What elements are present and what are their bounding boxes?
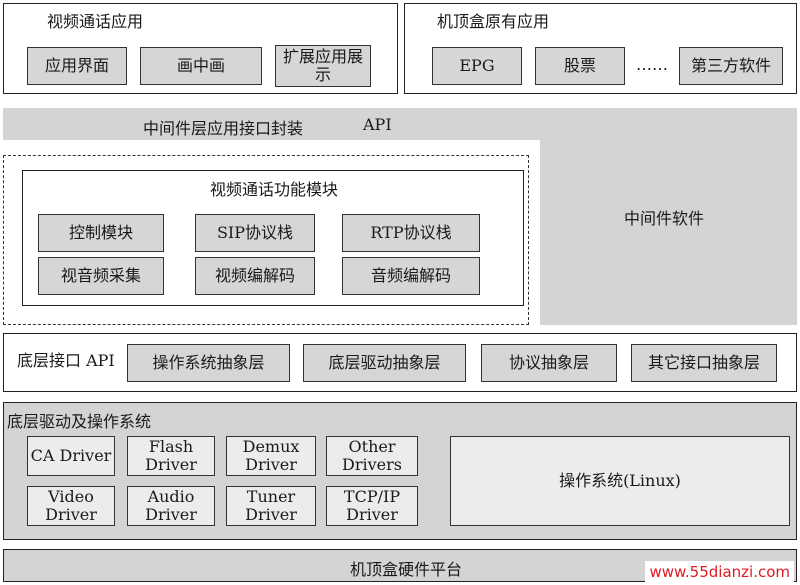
video-call-module-title: 视频通话功能模块: [210, 180, 339, 199]
ellipsis: ……: [636, 55, 668, 74]
low-level-api-label: 底层接口 API: [17, 351, 115, 370]
drivers-os-title: 底层驱动及操作系统: [7, 412, 152, 431]
middleware-software-label: 中间件软件: [624, 209, 705, 228]
tcpip-driver-box: TCP/IP Driver: [326, 486, 418, 526]
other-drivers-box: Other Drivers: [326, 436, 418, 476]
stb-hardware-platform-label: 机顶盒硬件平台: [350, 560, 463, 579]
picture-in-picture-box: 画中画: [140, 47, 262, 85]
video-codec-box: 视频编解码: [195, 257, 315, 295]
tuner-driver-box: Tuner Driver: [226, 486, 316, 526]
linux-os-box: 操作系统(Linux): [450, 436, 790, 526]
third-party-software-box: 第三方软件: [679, 47, 783, 85]
rtp-stack-box: RTP协议栈: [342, 214, 480, 252]
ca-driver-box: CA Driver: [27, 436, 115, 476]
stb-original-app-title: 机顶盒原有应用: [437, 12, 550, 31]
middleware-api-text: API: [363, 115, 392, 134]
audio-codec-box: 音频编解码: [342, 257, 480, 295]
watermark: www.55dianzi.com: [645, 561, 794, 583]
extended-app-display-box: 扩展应用展示: [275, 45, 371, 87]
control-module-box: 控制模块: [38, 214, 164, 252]
other-interface-abstraction-layer-box: 其它接口抽象层: [631, 344, 777, 382]
audio-driver-box: Audio Driver: [127, 486, 215, 526]
demux-driver-box: Demux Driver: [226, 436, 316, 476]
video-call-app-title: 视频通话应用: [47, 12, 144, 31]
sip-stack-box: SIP协议栈: [195, 214, 315, 252]
video-driver-box: Video Driver: [27, 486, 115, 526]
flash-driver-box: Flash Driver: [127, 436, 215, 476]
protocol-abstraction-layer-box: 协议抽象层: [481, 344, 617, 382]
av-capture-box: 视音频采集: [38, 257, 164, 295]
middleware-api-band: [3, 108, 797, 140]
os-abstraction-layer-box: 操作系统抽象层: [127, 344, 290, 382]
driver-abstraction-layer-box: 底层驱动抽象层: [303, 344, 466, 382]
middleware-software-area: [540, 140, 797, 325]
epg-box: EPG: [432, 47, 522, 85]
stock-box: 股票: [535, 47, 625, 85]
app-ui-box: 应用界面: [27, 47, 127, 85]
middleware-api-label: 中间件层应用接口封装: [143, 119, 304, 138]
